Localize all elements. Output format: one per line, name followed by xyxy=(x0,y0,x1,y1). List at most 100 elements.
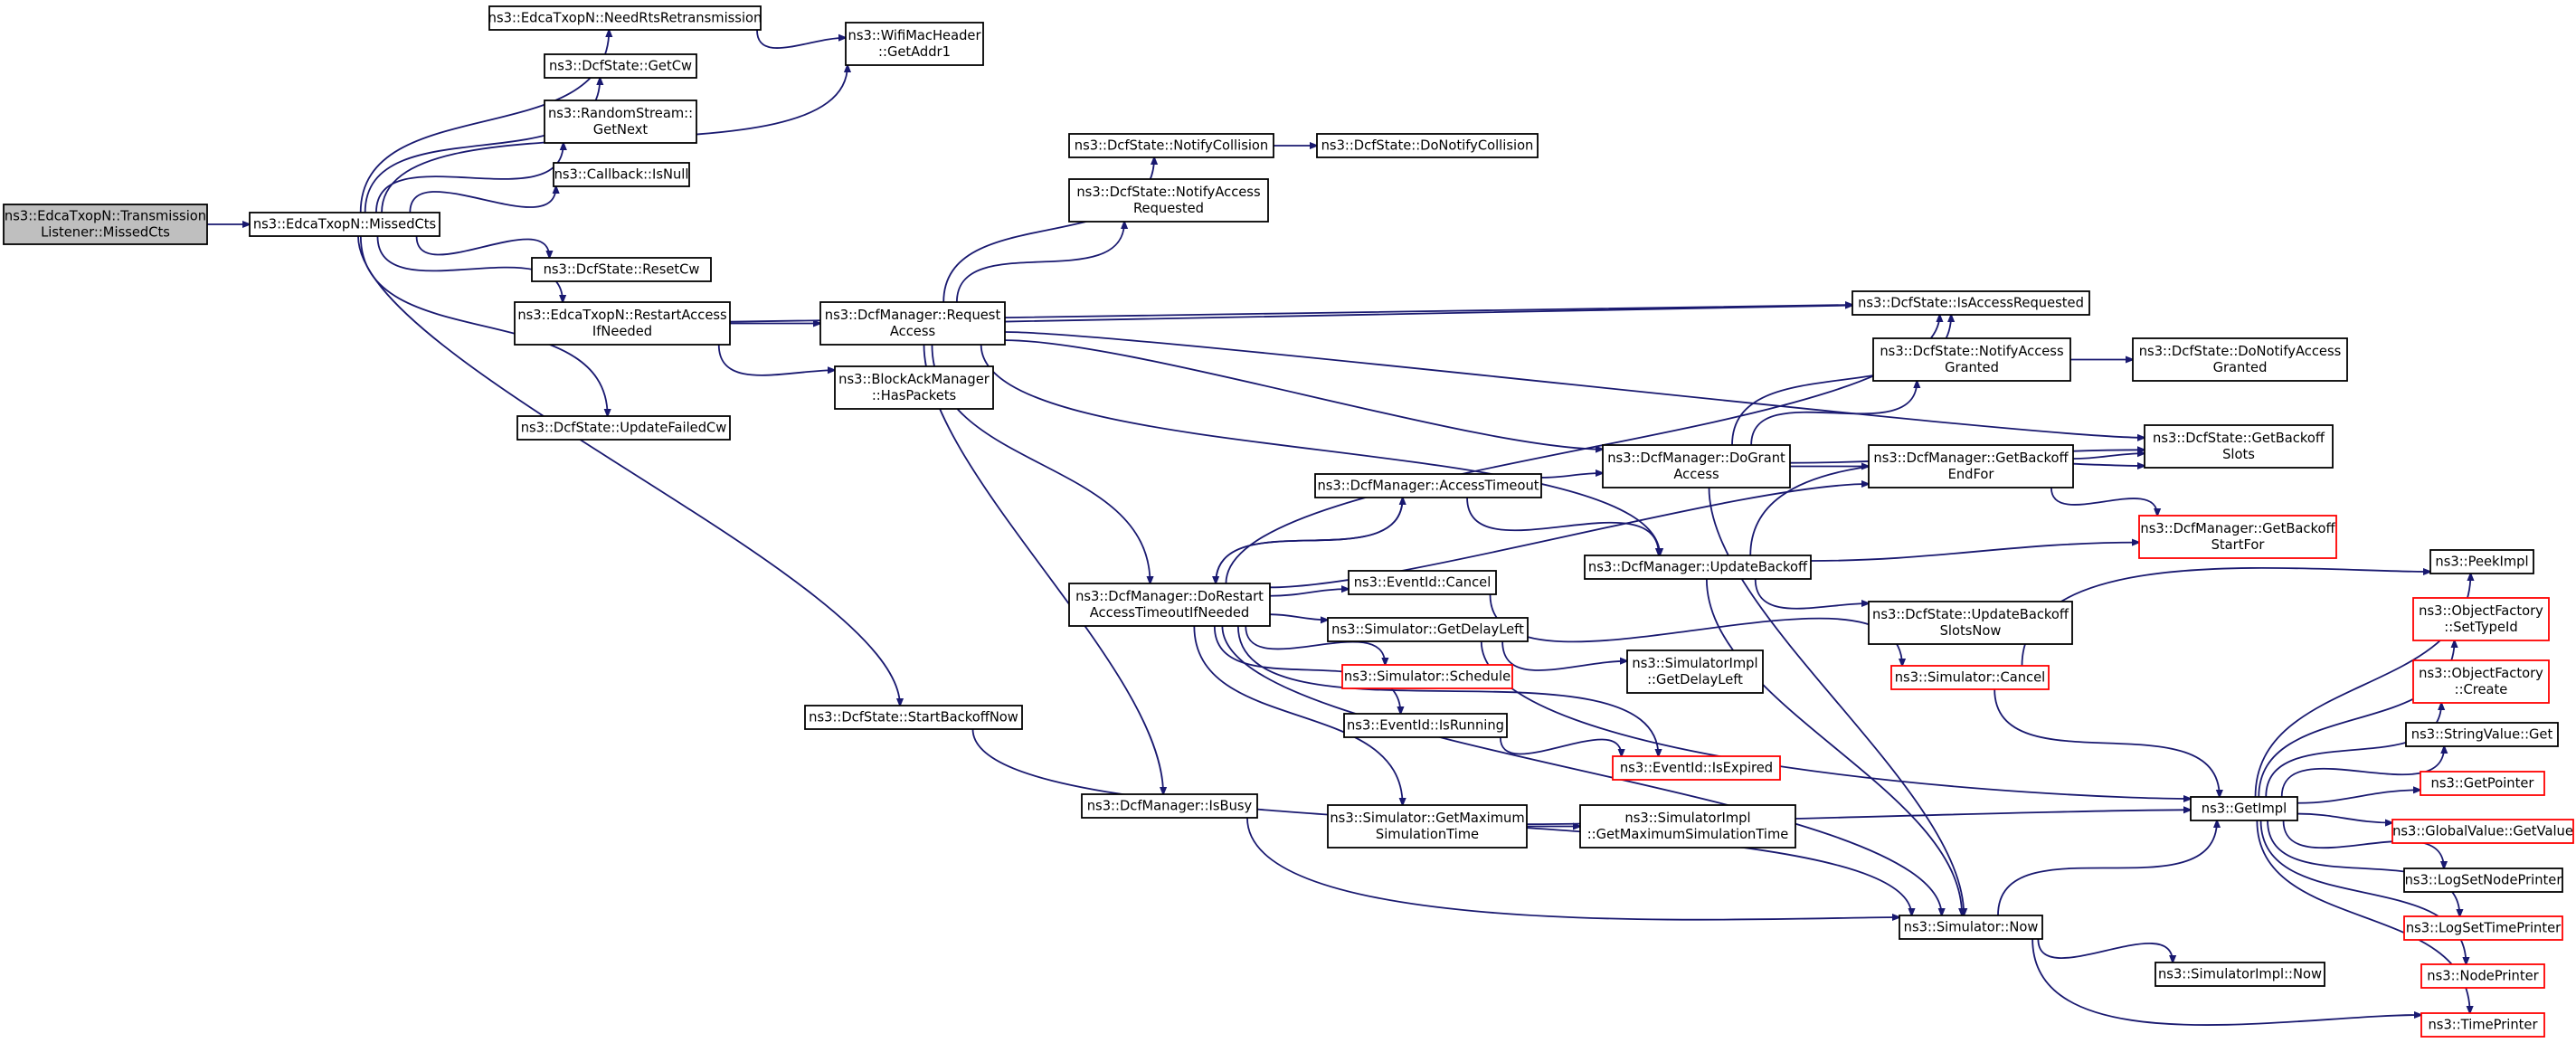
node-implgetdelayleft[interactable]: ns3::SimulatorImpl::GetDelayLeft xyxy=(1626,650,1764,694)
node-label: ns3::DcfState::GetBackoff xyxy=(2153,431,2325,446)
node-label: GetNext xyxy=(593,122,649,137)
node-label: ns3::EdcaTxopN::Transmission xyxy=(5,209,206,224)
node-box xyxy=(553,162,690,187)
node-box xyxy=(2420,771,2545,796)
node-isrunning[interactable]: ns3::EventId::IsRunning xyxy=(1343,713,1508,738)
node-peekimpl[interactable]: ns3::PeekImpl xyxy=(2429,549,2534,574)
node-box xyxy=(1852,290,2090,316)
node-isaccessreq[interactable]: ns3::DcfState::IsAccessRequested xyxy=(1852,290,2090,316)
node-schedule[interactable]: ns3::Simulator::Schedule xyxy=(1341,664,1513,689)
edge-getimpl-to-objcreate xyxy=(2265,703,2441,798)
node-objcreate[interactable]: ns3::ObjectFactory::Create xyxy=(2412,659,2550,704)
node-getmaxsimtime[interactable]: ns3::Simulator::GetMaximumSimulationTime xyxy=(1327,804,1528,849)
node-box xyxy=(1584,555,1812,580)
node-label: ns3::Simulator::GetMaximum xyxy=(1330,811,1524,826)
node-dorestart[interactable]: ns3::DcfManager::DoRestartAccessTimeoutI… xyxy=(1068,583,1271,627)
node-globalvalue[interactable]: ns3::GlobalValue::GetValue xyxy=(2391,819,2574,844)
node-label: ::SetTypeId xyxy=(2444,620,2517,635)
edge-getimpl-to-logsetnodeprinter xyxy=(2282,820,2444,868)
node-isbusy[interactable]: ns3::DcfManager::IsBusy xyxy=(1081,793,1258,819)
node-implnow[interactable]: ns3::SimulatorImpl::Now xyxy=(2155,962,2325,987)
node-label: ns3::TimePrinter xyxy=(2428,1018,2538,1033)
node-getdelayleft[interactable]: ns3::Simulator::GetDelayLeft xyxy=(1327,617,1529,642)
node-root[interactable]: ns3::EdcaTxopN::TransmissionListener::Mi… xyxy=(3,204,208,245)
node-box xyxy=(488,5,762,31)
node-label: ns3::Simulator::Now xyxy=(1904,920,2039,935)
edge-restartaccess-to-haspackets xyxy=(717,344,835,376)
node-getaddr1[interactable]: ns3::WifiMacHeader::GetAddr1 xyxy=(845,22,984,66)
node-box xyxy=(845,22,984,66)
node-nodeprinter[interactable]: ns3::NodePrinter xyxy=(2420,963,2545,989)
edge-missedcts-to-resetcw xyxy=(415,235,550,258)
node-label: Granted xyxy=(1945,360,1999,375)
node-label: ns3::DcfState::NotifyAccess xyxy=(1076,185,1260,200)
node-box xyxy=(2403,915,2563,941)
node-getpointer[interactable]: ns3::GetPointer xyxy=(2420,771,2545,796)
edge-getbackoffendfor-to-getbackoffstartfor xyxy=(2050,487,2157,516)
node-label: Access xyxy=(1673,467,1719,482)
node-label: ::Create xyxy=(2455,682,2508,697)
edge-missedcts-to-isnull xyxy=(409,186,555,213)
node-label: ns3::EdcaTxopN::MissedCts xyxy=(253,217,436,232)
node-label: Requested xyxy=(1133,201,1204,216)
node-notifycollision[interactable]: ns3::DcfState::NotifyCollision xyxy=(1068,133,1274,158)
node-label: ns3::DcfState::NotifyAccess xyxy=(1880,344,2063,359)
edge-updatebackoff-to-simnow xyxy=(1705,578,1962,915)
node-box xyxy=(531,257,712,282)
node-resetcw[interactable]: ns3::DcfState::ResetCw xyxy=(531,257,712,282)
node-eventcancel[interactable]: ns3::EventId::Cancel xyxy=(1348,570,1497,595)
node-isnull[interactable]: ns3::Callback::IsNull xyxy=(553,162,690,187)
node-box xyxy=(1868,444,2074,488)
node-label: ns3::DcfManager::AccessTimeout xyxy=(1317,479,1539,494)
node-stringvalueget[interactable]: ns3::StringValue::Get xyxy=(2405,722,2559,747)
edge-getimpl-to-getpointer xyxy=(2297,790,2420,804)
node-implgetmaxsimtime[interactable]: ns3::SimulatorImpl::GetMaximumSimulation… xyxy=(1579,804,1796,849)
node-box xyxy=(2155,962,2325,987)
node-donotifycollision[interactable]: ns3::DcfState::DoNotifyCollision xyxy=(1316,133,1539,158)
node-logsettimeprinter[interactable]: ns3::LogSetTimePrinter xyxy=(2403,915,2563,941)
node-label: ns3::DcfState::GetCw xyxy=(549,59,692,74)
edge-dorestart-to-getdelayleft xyxy=(1269,613,1328,620)
node-box xyxy=(1626,650,1764,694)
node-simnow[interactable]: ns3::Simulator::Now xyxy=(1899,915,2043,940)
node-randomstream[interactable]: ns3::RandomStream::GetNext xyxy=(544,100,697,144)
node-box xyxy=(516,415,731,441)
node-timeprinter[interactable]: ns3::TimePrinter xyxy=(2420,1012,2545,1038)
node-updatefailedcw[interactable]: ns3::DcfState::UpdateFailedCw xyxy=(516,415,731,441)
node-startbackoffnow[interactable]: ns3::DcfState::StartBackoffNow xyxy=(804,705,1023,730)
node-label: ns3::SimulatorImpl xyxy=(1624,811,1750,826)
node-label: ns3::EventId::IsExpired xyxy=(1620,761,1773,776)
node-logsetnodeprinter[interactable]: ns3::LogSetNodePrinter xyxy=(2403,868,2563,893)
node-box xyxy=(1081,793,1258,819)
node-updatebackoff[interactable]: ns3::DcfManager::UpdateBackoff xyxy=(1584,555,1812,580)
node-missedcts[interactable]: ns3::EdcaTxopN::MissedCts xyxy=(249,212,440,237)
node-isexpired[interactable]: ns3::EventId::IsExpired xyxy=(1612,755,1781,781)
node-getcw[interactable]: ns3::DcfState::GetCw xyxy=(544,53,697,79)
node-box xyxy=(2420,1012,2545,1038)
node-box xyxy=(834,365,994,410)
edge-missedcts-to-getcw xyxy=(364,78,601,213)
node-label: ns3::RandomStream:: xyxy=(548,106,693,121)
node-getimpl[interactable]: ns3::GetImpl xyxy=(2190,796,2298,821)
function-nodes: ns3::EdcaTxopN::TransmissionListener::Mi… xyxy=(3,5,2574,1038)
node-settypeid[interactable]: ns3::ObjectFactory::SetTypeId xyxy=(2412,597,2550,641)
edge-dorestart-to-schedule xyxy=(1245,625,1385,665)
node-accesstimeout[interactable]: ns3::DcfManager::AccessTimeout xyxy=(1314,473,1542,498)
call-edges xyxy=(207,30,2470,1026)
node-haspackets[interactable]: ns3::BlockAckManager::HasPackets xyxy=(834,365,994,410)
node-box xyxy=(249,212,440,237)
node-simcancel[interactable]: ns3::Simulator::Cancel xyxy=(1890,665,2050,690)
node-needrts[interactable]: ns3::EdcaTxopN::NeedRtsRetransmission xyxy=(488,5,762,31)
node-label: ns3::DcfState::NotifyCollision xyxy=(1075,138,1268,154)
